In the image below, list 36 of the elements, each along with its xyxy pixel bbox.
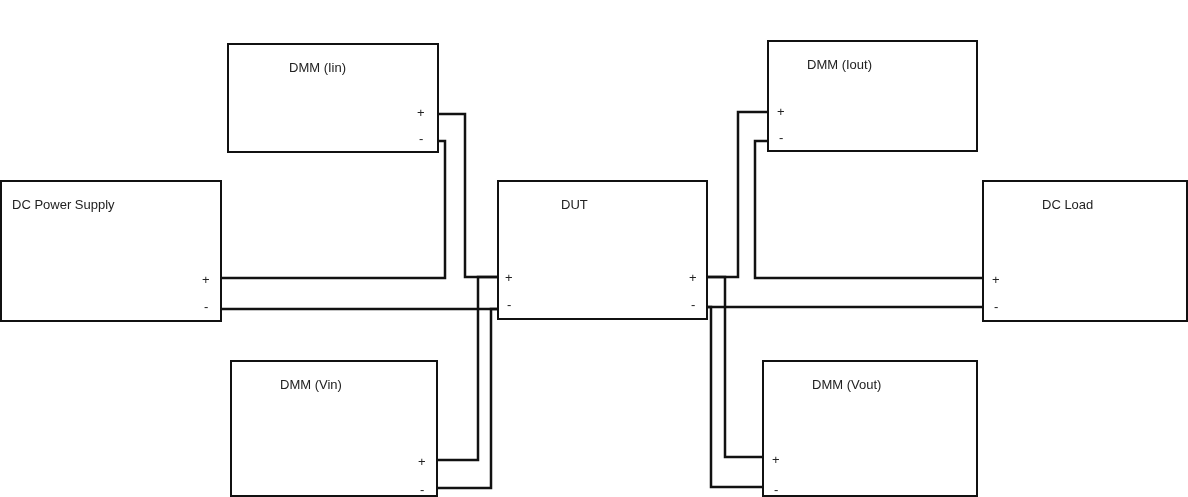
wire [753, 139, 982, 280]
terminal-label: + [689, 270, 697, 285]
terminal-label: - [507, 297, 512, 312]
instrument-box [227, 43, 439, 153]
terminal-label: - [420, 482, 425, 497]
terminal-label: + [992, 272, 1000, 287]
terminal-label: - [419, 131, 424, 146]
terminal-label: + [505, 270, 513, 285]
wire [438, 307, 497, 490]
instrument-box [0, 180, 222, 322]
wire [222, 139, 447, 280]
terminal-label: - [779, 130, 784, 145]
instrument-title: DC Load [1042, 197, 1094, 212]
terminal-label: + [417, 105, 425, 120]
wire [708, 275, 762, 459]
instrument-box [767, 40, 978, 152]
terminal-label: + [418, 454, 426, 469]
instrument-title: DMM (Vout) [812, 377, 882, 392]
terminal-label: - [691, 297, 696, 312]
instrument-title: DC Power Supply [12, 197, 115, 212]
instrument-box [762, 360, 978, 497]
terminal-label: + [777, 104, 785, 119]
terminal-label: - [774, 482, 779, 497]
instrument-title: DMM (Iin) [289, 60, 347, 75]
terminal-label: - [994, 299, 999, 314]
instrument-box [982, 180, 1188, 322]
wire [708, 305, 762, 489]
instrument-box [497, 180, 708, 320]
wire [438, 275, 497, 462]
terminal-label: + [202, 272, 210, 287]
instrument-title: DUT [561, 197, 588, 212]
terminal-label: - [204, 299, 209, 314]
instrument-box [230, 360, 438, 497]
instrument-title: DMM (Vin) [280, 377, 342, 392]
instrument-title: DMM (Iout) [807, 57, 872, 72]
terminal-label: + [772, 452, 780, 467]
